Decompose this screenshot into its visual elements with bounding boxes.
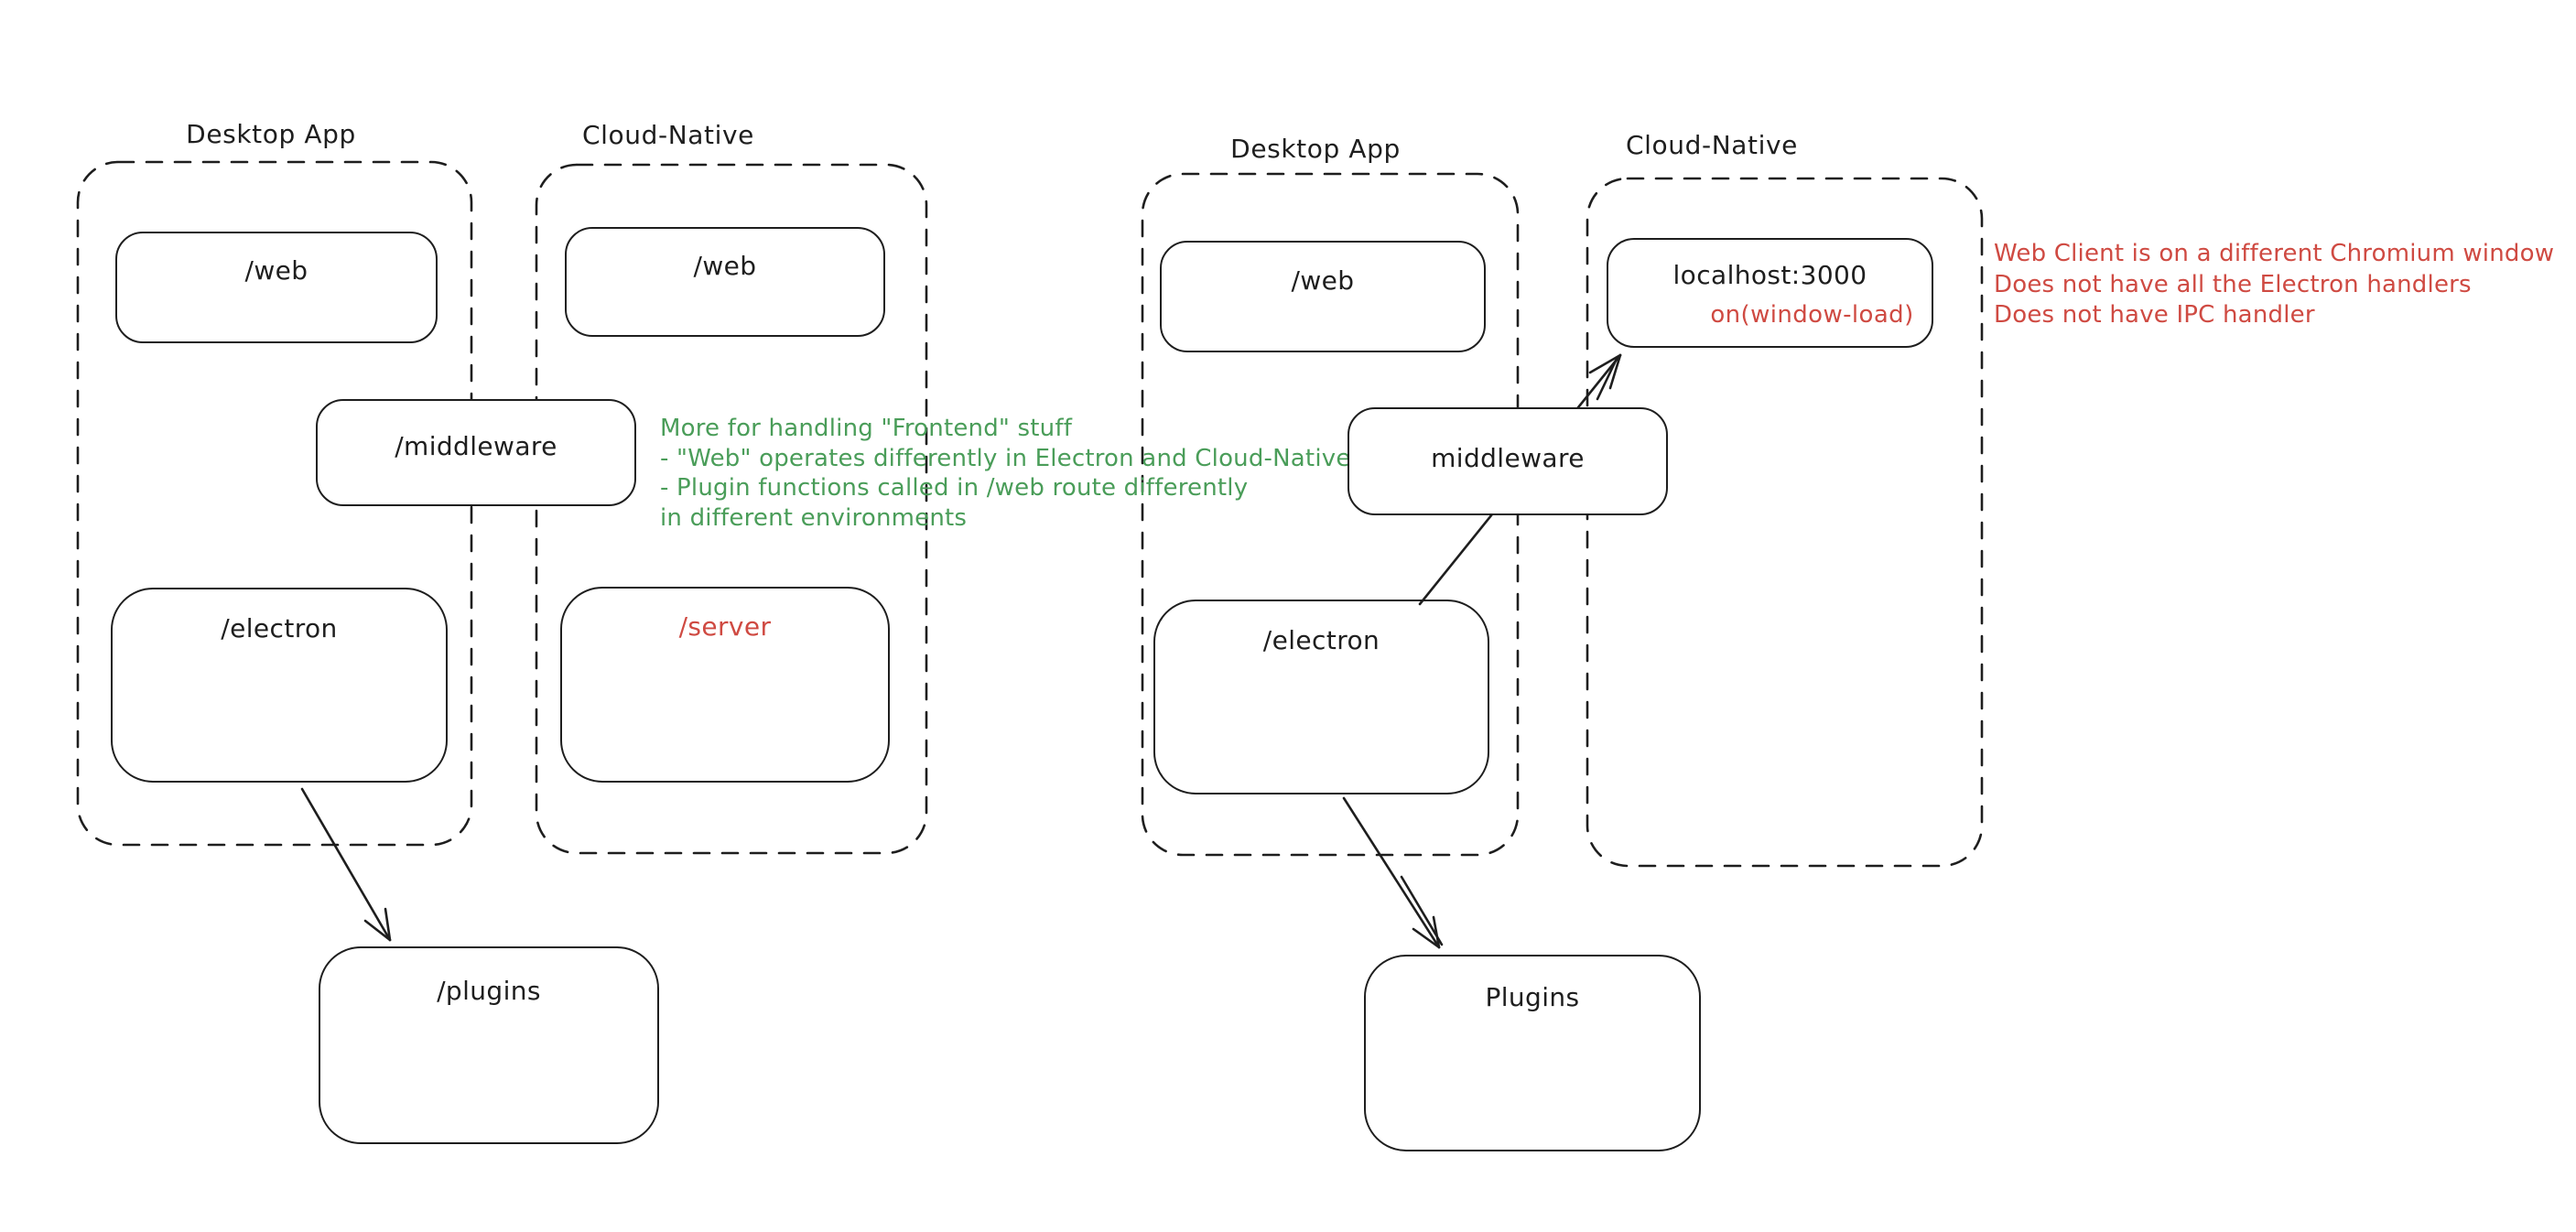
right-localhost-box: localhost:3000 on(window-load) [1607,238,1933,348]
right-desktop-web-label: /web [1291,265,1355,296]
left-middleware-box: /middleware [316,399,636,506]
left-server-box: /server [560,587,890,783]
left-plugins-box: /plugins [319,946,659,1144]
right-localhost-event: on(window-load) [1710,301,1914,329]
note-line: - "Web" operates differently in Electron… [660,444,1351,472]
left-cloud-native-label: Cloud-Native [582,120,754,150]
left-cloud-native-container [535,163,928,855]
left-cloud-web-label: /web [693,251,757,281]
right-red-note: Web Client is on a different Chromium wi… [1994,239,2554,331]
left-middleware-label: /middleware [395,431,557,461]
left-plugins-label: /plugins [437,976,541,1006]
right-cloud-native-container [1586,177,1984,868]
note-line: More for handling "Frontend" stuff [660,415,1073,442]
right-desktop-app-label: Desktop App [1230,134,1401,164]
left-server-label: /server [678,611,772,642]
arrow-left-electron-to-plugins [300,787,392,942]
arrow-right-electron-to-plugins [1342,796,1444,949]
right-cloud-native-label: Cloud-Native [1626,130,1798,160]
left-desktop-app-container [76,160,473,847]
left-cloud-web-box: /web [565,227,885,337]
right-localhost-title: localhost:3000 [1672,260,1867,290]
note-line: Web Client is on a different Chromium wi… [1994,240,2555,267]
right-middleware-label: middleware [1431,443,1585,473]
note-line: Does not have IPC handler [1994,301,2315,329]
right-electron-label: /electron [1262,625,1380,655]
right-plugins-box: Plugins [1364,955,1701,1151]
left-desktop-web-box: /web [115,232,438,343]
note-line: in different environments [660,503,968,532]
right-electron-box: /electron [1153,600,1489,794]
note-line: Does not have all the Electron handlers [1994,270,2472,298]
left-green-note: More for handling "Frontend" stuff - "We… [660,414,1351,533]
right-middleware-box: middleware [1348,407,1668,515]
left-electron-label: /electron [221,613,338,643]
left-desktop-web-label: /web [244,255,308,286]
right-desktop-web-box: /web [1160,241,1486,352]
left-electron-box: /electron [111,588,448,783]
note-line: - Plugin functions called in /web route … [660,474,1249,502]
left-desktop-app-label: Desktop App [186,119,356,149]
right-plugins-label: Plugins [1485,982,1580,1012]
